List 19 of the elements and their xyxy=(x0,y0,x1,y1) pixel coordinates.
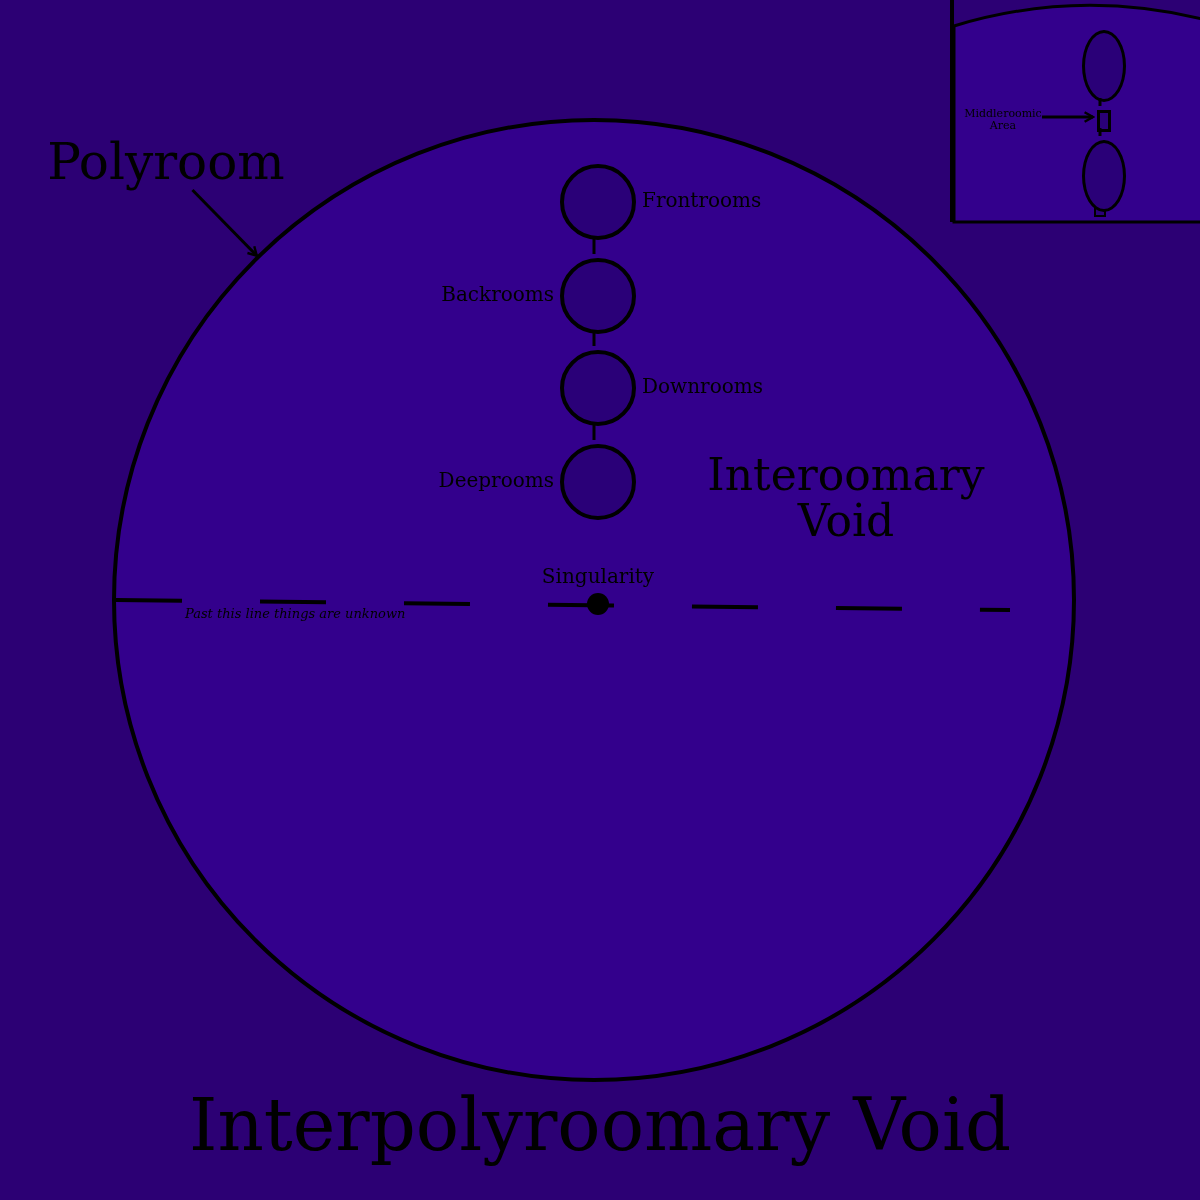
connector-line xyxy=(1098,98,1102,106)
room-label: Singularity xyxy=(541,566,655,587)
room-label: Downrooms xyxy=(642,376,763,397)
room-label: Backrooms xyxy=(441,284,554,305)
connector-line xyxy=(592,236,596,254)
connector-line xyxy=(1098,128,1102,136)
connector-line xyxy=(592,422,596,440)
leader-arrow xyxy=(1042,111,1095,123)
room-label: Deeprooms xyxy=(438,470,554,491)
callout-text: Middleroomic Area xyxy=(960,108,1046,134)
note-text: Past this line things are unknown xyxy=(185,607,406,621)
room-label: Frontrooms xyxy=(642,190,762,211)
singularity-dot xyxy=(587,593,609,615)
leader-arrow xyxy=(191,188,258,257)
region-label: Interoomary Void xyxy=(706,452,986,545)
callout-text: Polyroom xyxy=(44,136,288,190)
connector-neck xyxy=(1097,110,1111,132)
connector-line xyxy=(592,330,596,346)
region-label: Interpolyroomary Void xyxy=(188,1088,1012,1164)
